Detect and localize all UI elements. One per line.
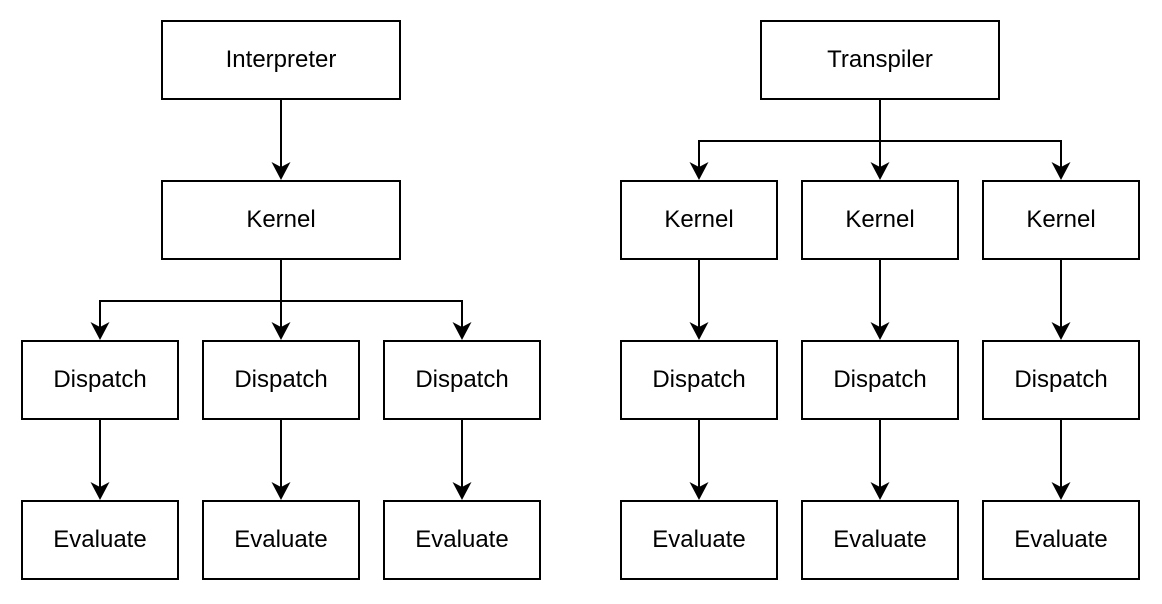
- node-dispatch-right-1: Dispatch: [620, 340, 778, 420]
- node-kernel-right-1: Kernel: [620, 180, 778, 260]
- node-label: Kernel: [1026, 205, 1096, 233]
- node-label: Evaluate: [234, 525, 328, 553]
- node-label: Dispatch: [833, 365, 927, 393]
- node-label: Kernel: [845, 205, 915, 233]
- left-tree-connectors: [90, 100, 472, 500]
- node-evaluate-left-2: Evaluate: [202, 500, 360, 580]
- node-kernel-right-2: Kernel: [801, 180, 959, 260]
- connector-kernel-dispatch-rail: [99, 300, 463, 338]
- node-dispatch-left-3: Dispatch: [383, 340, 541, 420]
- node-label: Evaluate: [652, 525, 746, 553]
- node-interpreter: Interpreter: [161, 20, 401, 100]
- node-label: Kernel: [664, 205, 734, 233]
- node-evaluate-right-1: Evaluate: [620, 500, 778, 580]
- node-label: Interpreter: [225, 45, 337, 73]
- node-label: Evaluate: [1014, 525, 1108, 553]
- node-label: Evaluate: [53, 525, 147, 553]
- right-tree-connectors: [689, 100, 1071, 500]
- node-evaluate-right-2: Evaluate: [801, 500, 959, 580]
- node-dispatch-left-1: Dispatch: [21, 340, 179, 420]
- node-dispatch-left-2: Dispatch: [202, 340, 360, 420]
- node-evaluate-left-3: Evaluate: [383, 500, 541, 580]
- node-evaluate-right-3: Evaluate: [982, 500, 1140, 580]
- node-evaluate-left-1: Evaluate: [21, 500, 179, 580]
- node-kernel-left: Kernel: [161, 180, 401, 260]
- node-label: Dispatch: [652, 365, 746, 393]
- node-dispatch-right-3: Dispatch: [982, 340, 1140, 420]
- node-dispatch-right-2: Dispatch: [801, 340, 959, 420]
- node-label: Dispatch: [53, 365, 147, 393]
- node-kernel-right-3: Kernel: [982, 180, 1140, 260]
- node-label: Dispatch: [234, 365, 328, 393]
- node-label: Dispatch: [1014, 365, 1108, 393]
- node-label: Transpiler: [827, 45, 933, 73]
- node-label: Kernel: [246, 205, 316, 233]
- node-label: Evaluate: [833, 525, 927, 553]
- node-label: Dispatch: [415, 365, 509, 393]
- node-transpiler: Transpiler: [760, 20, 1000, 100]
- node-label: Evaluate: [415, 525, 509, 553]
- connector-transpiler-kernel-rail: [698, 140, 1062, 178]
